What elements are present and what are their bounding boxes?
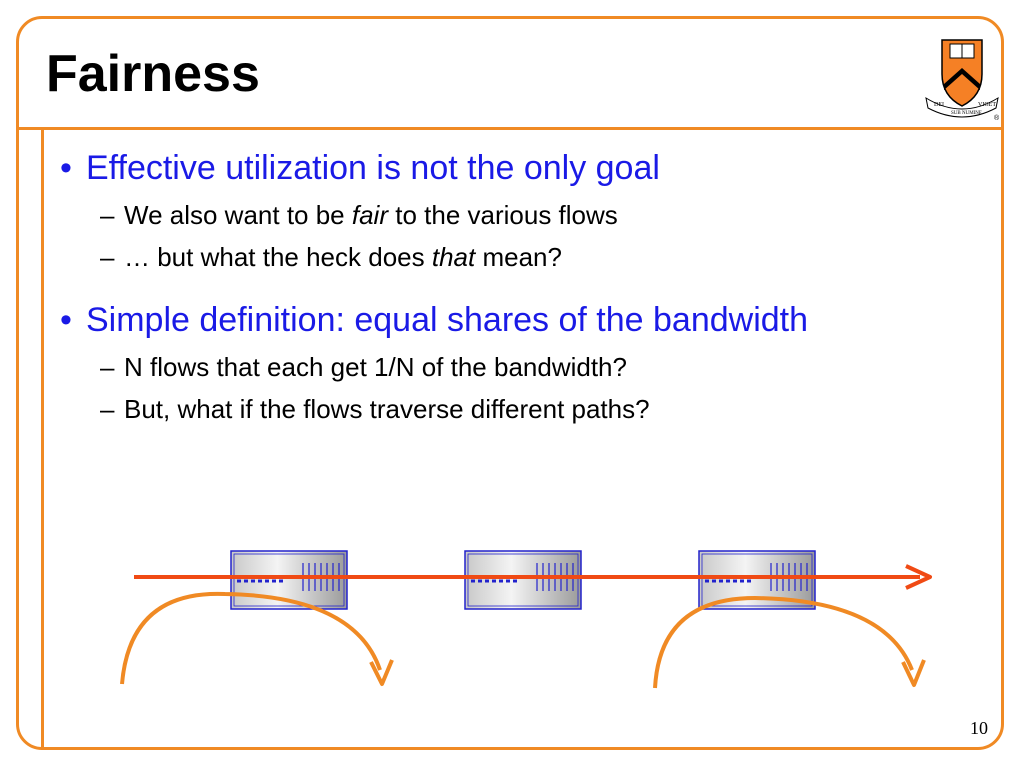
sub-bullet-text: mean?: [475, 242, 562, 272]
sub-bullet-glyph: –: [100, 394, 115, 424]
sub-bullet-text: N flows that each get 1/N of the bandwid…: [124, 352, 627, 382]
sub-bullet-text: to the various flows: [388, 200, 618, 230]
title-divider: [16, 127, 1004, 130]
page-number: 10: [970, 718, 988, 738]
sub-bullet-text: But, what if the flows traverse differen…: [124, 394, 650, 424]
sub-bullet-glyph: –: [100, 352, 115, 382]
bullet-glyph: •: [60, 301, 72, 339]
sub-bullet-2-1: –N flows that each get 1/N of the bandwi…: [100, 350, 990, 384]
side-divider: [41, 127, 44, 750]
crest-motto-center: SUB NUMINE: [951, 111, 982, 116]
sub-bullet-glyph: –: [100, 200, 115, 230]
bullet-2: • Simple definition: equal shares of the …: [60, 298, 990, 342]
bullet-glyph: •: [60, 149, 72, 187]
sub-bullet-glyph: –: [100, 242, 115, 272]
bullet-list: • Effective utilization is not the only g…: [60, 146, 990, 426]
sub-bullet-text: We also want to be: [124, 200, 352, 230]
slide-frame: [16, 16, 1004, 750]
crest-motto-right: VIGET: [978, 102, 996, 108]
sub-bullet-text: … but what the heck does: [124, 242, 432, 272]
bullet-1: • Effective utilization is not the only g…: [60, 146, 990, 190]
princeton-crest-icon: DEI SUB NUMINE VIGET ®: [925, 39, 1000, 122]
bullet-2-text: Simple definition: equal shares of the b…: [86, 301, 809, 339]
crest-motto-left: DEI: [934, 102, 944, 108]
sub-bullet-emphasis: fair: [351, 200, 388, 230]
sub-bullet-2-2: –But, what if the flows traverse differe…: [100, 392, 990, 426]
sub-bullet-1-2: –… but what the heck does that mean?: [100, 240, 990, 274]
svg-text:®: ®: [994, 114, 1000, 122]
bullet-1-text: Effective utilization is not the only go…: [86, 149, 660, 187]
sub-bullet-1-1: –We also want to be fair to the various …: [100, 198, 990, 232]
slide-title: Fairness: [46, 45, 260, 103]
sub-bullet-emphasis: that: [431, 242, 476, 272]
